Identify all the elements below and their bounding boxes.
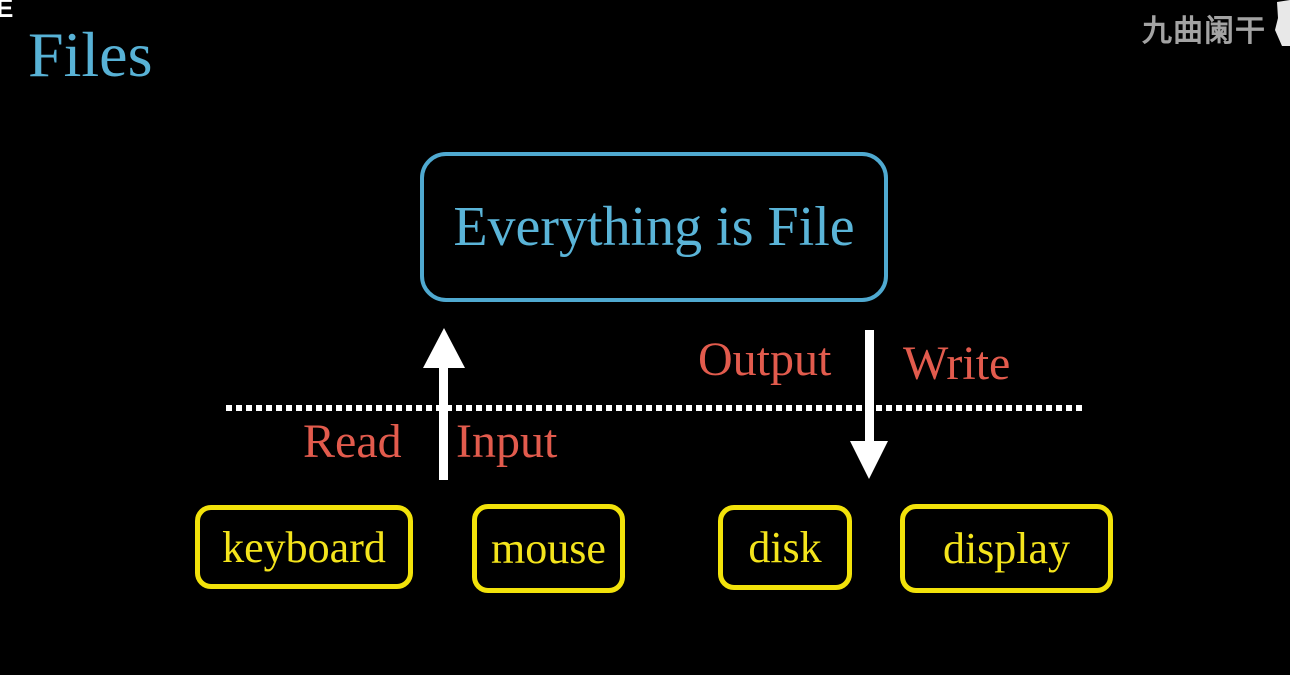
device-box-display: display — [900, 504, 1113, 593]
watermark-logo-icon — [1275, 0, 1290, 46]
page-title: Files — [28, 19, 153, 90]
down-arrow-shaft — [865, 330, 874, 444]
watermark-text: 九曲阑干 — [1142, 15, 1266, 48]
everything-is-file-label: Everything is File — [453, 196, 855, 258]
device-label-keyboard: keyboard — [222, 522, 386, 572]
device-box-mouse: mouse — [472, 504, 625, 593]
write-label: Write — [903, 337, 1011, 390]
corner-watermark-fragment: E — [0, 0, 14, 23]
device-label-display: display — [942, 524, 1071, 573]
watermark: 九曲阑干 — [1142, 6, 1266, 50]
output-label: Output — [698, 333, 832, 386]
input-label: Input — [456, 415, 558, 468]
device-box-keyboard: keyboard — [195, 505, 413, 589]
up-arrow-icon — [423, 328, 465, 368]
read-label: Read — [303, 415, 402, 468]
device-label-mouse: mouse — [491, 524, 606, 573]
down-arrow-icon — [850, 441, 888, 479]
device-label-disk: disk — [748, 523, 822, 572]
device-box-disk: disk — [718, 505, 852, 590]
everything-is-file-box: Everything is File — [420, 152, 888, 302]
boundary-dotted-line — [226, 405, 1086, 411]
up-arrow-shaft — [439, 364, 448, 480]
